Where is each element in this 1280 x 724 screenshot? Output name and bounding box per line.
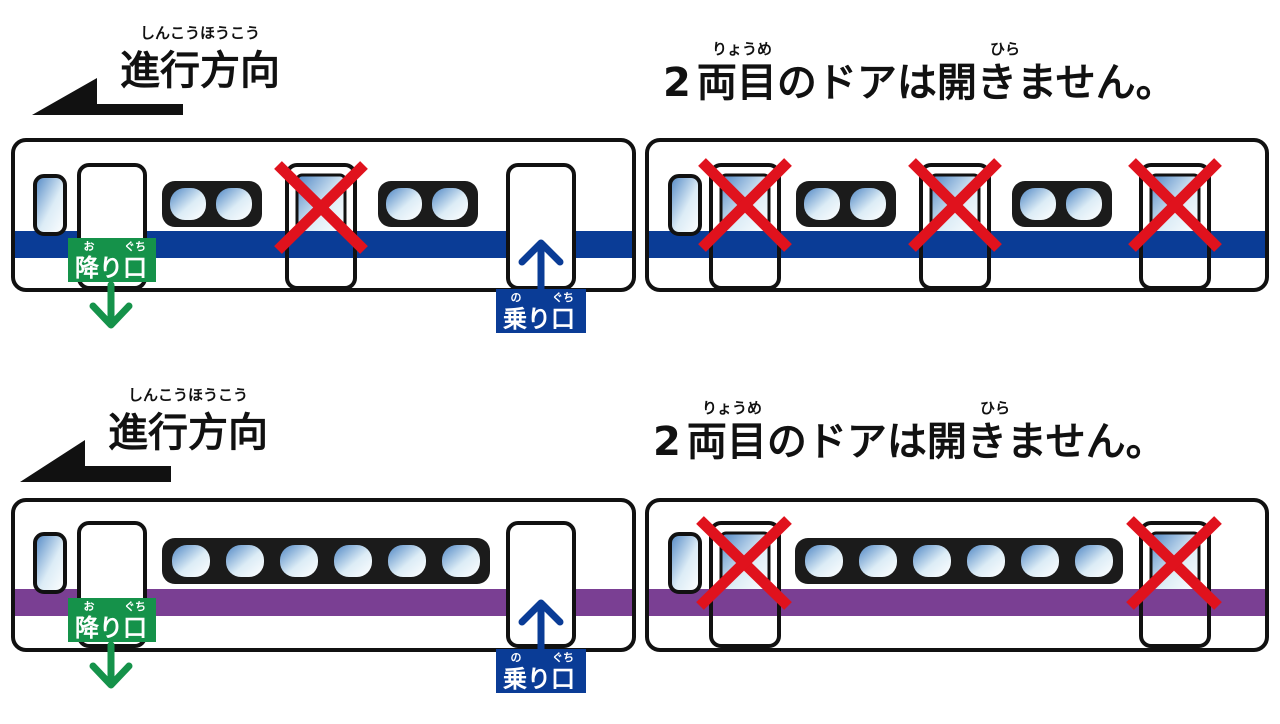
svg-text:ぐち: ぐち [552,651,574,664]
svg-text:降り口: 降り口 [75,614,147,642]
svg-text:ぐち: ぐち [124,600,146,613]
no-door-cross-icon [696,516,1222,610]
notice-ruby-2: ひら [980,399,1010,417]
entry-arrow-up-icon [518,239,564,296]
direction-arrow-icon [20,440,171,482]
svg-text:ぐち: ぐち [124,240,146,253]
no-door-cross-icon [274,161,368,254]
no-door-cross-icon [698,158,1222,252]
svg-text:乗り口: 乗り口 [503,665,575,693]
car-row2-left [11,498,636,652]
exit-arrow-down-icon [89,281,133,329]
svg-text:乗り口: 乗り口 [503,305,575,333]
direction-ruby: しんこうほうこう [128,386,248,404]
svg-text:お: お [84,240,95,253]
notice-ruby-1: りょうめ [712,40,772,58]
notice-ruby-1: りょうめ [702,399,762,417]
svg-text:降り口: 降り口 [75,254,147,282]
direction-ruby: しんこうほうこう [140,24,260,42]
svg-text:ぐち: ぐち [552,291,574,304]
svg-text:の: の [511,651,522,664]
exit-label: お ぐち 降り口 [68,238,156,282]
direction-title: 進行方向 [108,410,268,456]
direction-title: 進行方向 [120,48,280,94]
car-row2-right [645,498,1269,652]
exit-arrow-down-icon [89,641,133,689]
svg-text:の: の [511,291,522,304]
direction-arrow-icon [32,78,183,115]
car-row1-right [645,138,1269,292]
svg-text:お: お [84,600,95,613]
entry-label: の ぐち 乗り口 [496,649,586,693]
exit-label: お ぐち 降り口 [68,598,156,642]
entry-label: の ぐち 乗り口 [496,289,586,333]
entry-arrow-up-icon [518,599,564,656]
notice-ruby-2: ひら [990,40,1020,58]
